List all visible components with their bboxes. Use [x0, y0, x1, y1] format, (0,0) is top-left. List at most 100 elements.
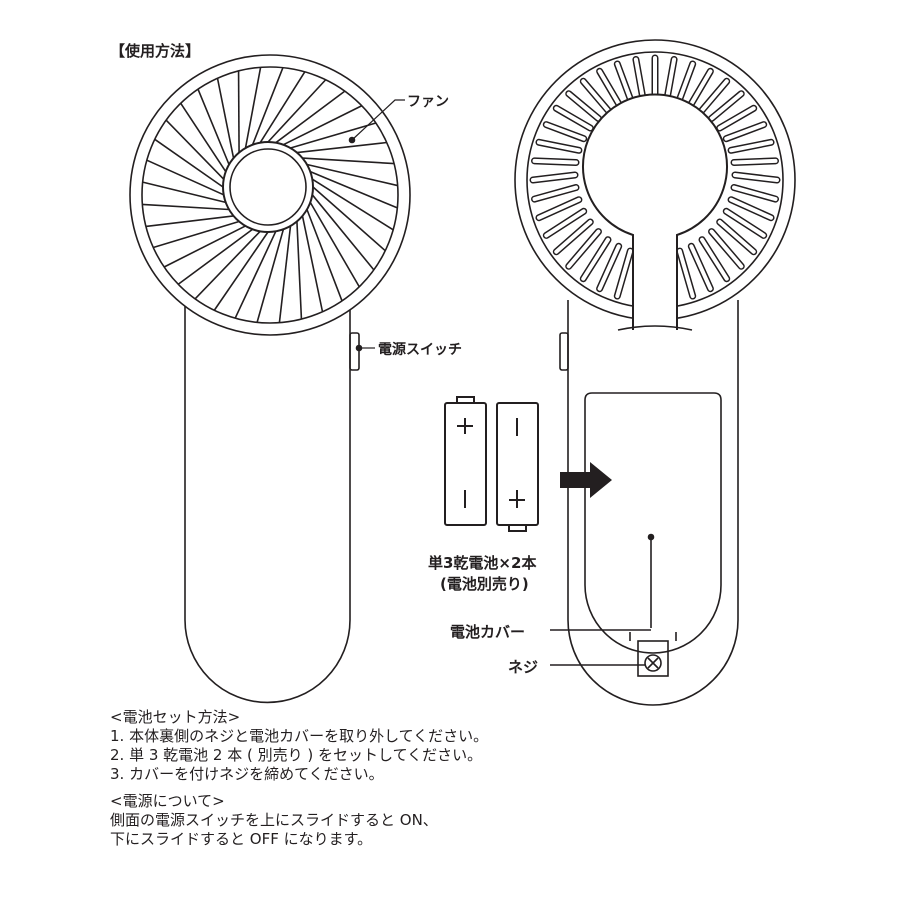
fan-spoke: [180, 102, 227, 173]
batteries: [444, 396, 539, 532]
fan-spoke: [216, 78, 235, 159]
label-battery-note: (電池別売り): [440, 575, 529, 593]
vent-slot: [544, 209, 586, 238]
label-screw: ネジ: [508, 658, 539, 676]
vent-slot: [729, 197, 774, 220]
vent-slot: [554, 106, 593, 130]
handle-front: [184, 300, 351, 704]
fan-spoke: [302, 157, 395, 165]
label-fan: ファン: [407, 94, 449, 110]
vent-slot: [554, 220, 593, 254]
vent-slot: [677, 249, 695, 299]
battery-step: 2. 単 3 乾電池 2 本 ( 別売り ) をセットしてください。: [110, 746, 483, 764]
vent-slot: [665, 57, 677, 98]
fan-spoke: [309, 170, 398, 209]
battery-set-section: <電池セット方法> 1. 本体裏側のネジと電池カバーを取り外してください。 2.…: [110, 708, 488, 849]
screw-mount: [637, 640, 669, 677]
battery-step: 1. 本体裏側のネジと電池カバーを取り外してください。: [110, 727, 489, 745]
power-line: 側面の電源スイッチを上にスライドすると ON、: [110, 811, 438, 829]
fan-spoke: [244, 67, 262, 149]
fan-spoke: [296, 141, 387, 154]
vent-slot: [536, 140, 581, 153]
fan-spoke: [234, 230, 277, 319]
vent-slot: [709, 91, 744, 121]
vent-slot: [689, 69, 713, 106]
fan-spoke: [311, 194, 375, 271]
vent-slot: [532, 185, 578, 202]
fan-spoke: [153, 220, 240, 249]
fan-spoke: [309, 201, 360, 288]
power-switch: [349, 332, 360, 371]
vent-slot: [531, 173, 577, 182]
fan-spoke: [165, 119, 225, 180]
fan-spoke: [283, 105, 363, 146]
vent-slot: [717, 220, 756, 254]
fan-spoke: [142, 181, 226, 204]
fan-spoke: [275, 90, 346, 144]
fan-spoke: [306, 163, 398, 187]
fan-spoke: [177, 228, 254, 285]
fan-spoke: [197, 88, 230, 165]
fan-spoke: [237, 70, 240, 153]
fan-spoke: [301, 215, 324, 312]
vent-slot: [581, 237, 610, 281]
fan-spoke: [163, 225, 246, 268]
fan-spoke: [142, 203, 230, 211]
fan-spoke: [290, 122, 377, 149]
fan-hub: [222, 141, 314, 233]
vent-slot: [700, 79, 729, 113]
fan-spoke: [296, 221, 303, 320]
vent-slot: [633, 57, 645, 98]
fan-spoke: [251, 67, 284, 146]
fan-back-view: [514, 39, 796, 706]
vent-slot: [532, 158, 578, 165]
vent-slot: [709, 229, 744, 269]
fan-spoke: [278, 225, 292, 323]
vent-slot: [615, 249, 633, 299]
vent-slot: [700, 237, 729, 281]
vent-slot: [677, 61, 695, 101]
label-battery-cover: 電池カバー: [450, 623, 526, 641]
battery-step: 3. カバーを付けネジを締めてください。: [110, 765, 384, 783]
battery-cover: [584, 392, 722, 654]
fan-spoke: [259, 71, 306, 144]
vent-slot: [566, 91, 601, 121]
label-battery: 単3乾電池×2本: [428, 554, 537, 572]
vent-slot: [566, 229, 601, 269]
vent-slot: [597, 244, 621, 291]
vent-slot: [717, 106, 756, 130]
page-title: 【使用方法】: [110, 42, 201, 60]
fan-spoke: [146, 159, 225, 196]
vent-slot: [544, 122, 586, 141]
screw-icon: [644, 654, 662, 672]
vent-slot: [597, 69, 621, 106]
fan-spoke: [267, 79, 327, 143]
fan-spoke: [256, 229, 285, 323]
vent-slot: [724, 209, 766, 238]
vent-slot: [729, 140, 774, 153]
fan-spoke: [194, 230, 261, 300]
vent-slot: [615, 61, 633, 101]
vent-slot: [733, 173, 779, 182]
vent-slot: [581, 79, 610, 113]
vent-slot: [689, 244, 713, 291]
fan-blades: [142, 67, 398, 323]
fan-spoke: [145, 215, 234, 228]
vent-slot: [732, 185, 778, 202]
fan-spoke: [311, 178, 394, 231]
battery-set-heading: <電池セット方法>: [110, 708, 241, 726]
power-heading: <電源について>: [110, 792, 225, 810]
vent-slot: [724, 122, 766, 141]
label-power-switch: 電源スイッチ: [378, 342, 462, 358]
power-line: 下にスライドすると OFF になります。: [110, 830, 373, 848]
fan-spoke: [154, 138, 224, 188]
fan-spoke: [312, 186, 386, 252]
arrow-icon: [560, 462, 612, 498]
vent-slot: [732, 158, 778, 165]
handle-back: [567, 300, 739, 706]
fan-spoke: [213, 231, 269, 311]
fan-front-view: [129, 54, 411, 704]
fan-spoke: [306, 209, 343, 302]
